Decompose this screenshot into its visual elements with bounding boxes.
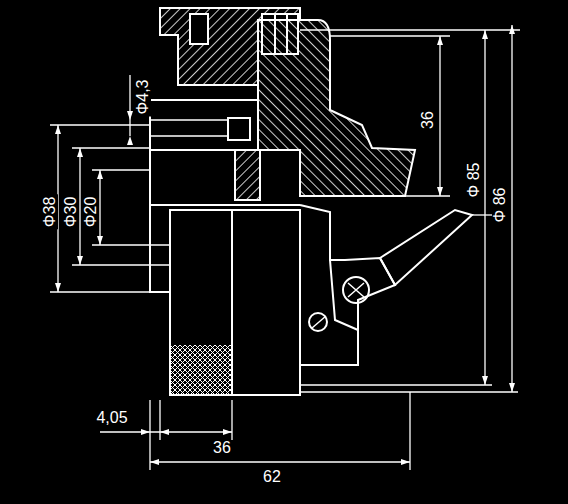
dimension-label: Φ 85 [466, 160, 482, 199]
dimension-label: Φ30 [63, 195, 79, 230]
dimension-label: 36 [420, 109, 436, 131]
dimension-label: Φ 86 [492, 185, 508, 224]
dimension-label: Φ4,3 [135, 77, 151, 116]
dimension-label: 4,05 [94, 410, 129, 426]
dimension-label: 36 [211, 440, 233, 456]
dimension-label: 62 [261, 469, 283, 485]
dimension-label: Φ20 [83, 195, 99, 230]
dimension-label: Φ38 [42, 195, 58, 230]
